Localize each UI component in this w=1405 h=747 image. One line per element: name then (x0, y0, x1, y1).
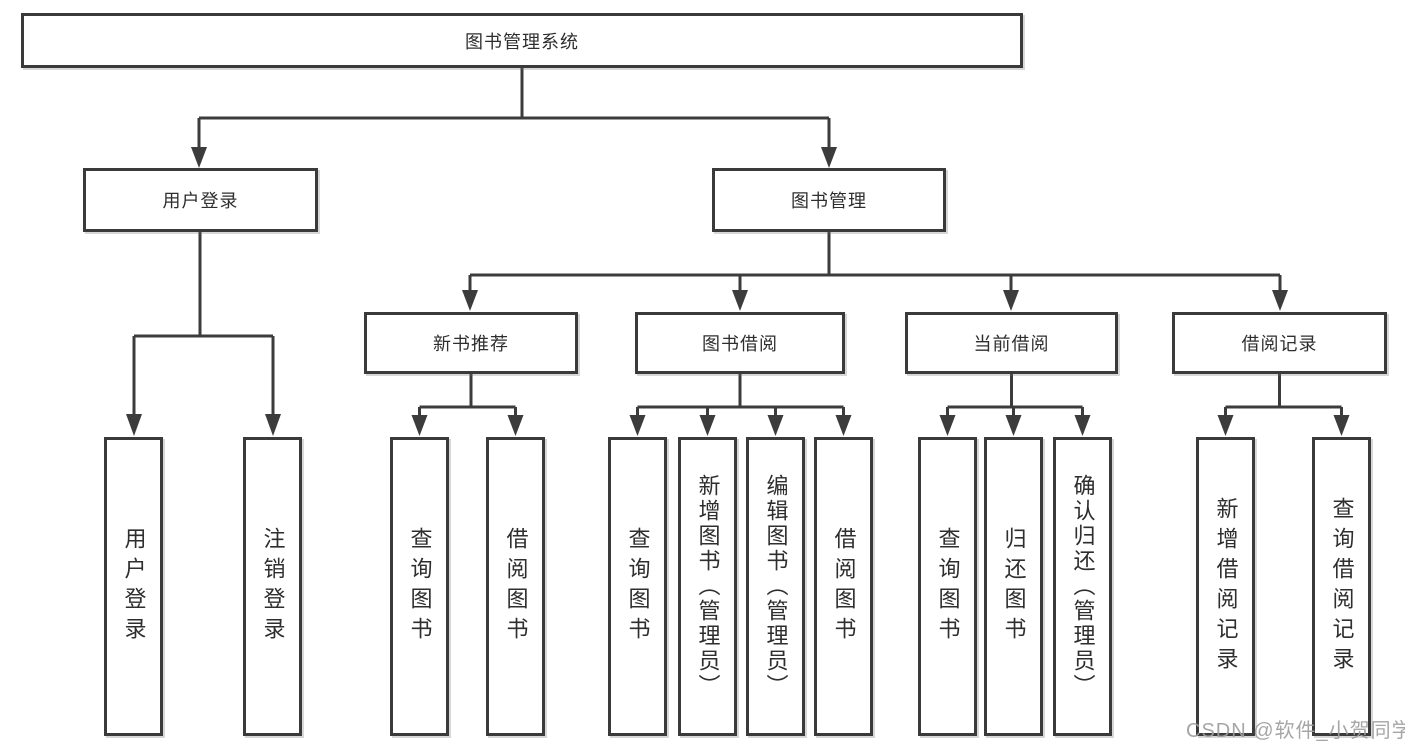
leaf-confirm-return-admin: 确认归还（管理员） (1053, 437, 1112, 736)
leaf-query-book-3: 查询图书 (918, 437, 977, 736)
node-library-system: 图书管理系统 (21, 13, 1023, 68)
node-book-borrow: 图书借阅 (635, 312, 845, 374)
leaf-query-book-2: 查询图书 (608, 437, 667, 736)
node-current-borrow: 当前借阅 (905, 312, 1118, 374)
node-new-book-recommend: 新书推荐 (364, 312, 578, 374)
leaf-add-borrow-record: 新增借阅记录 (1196, 437, 1255, 736)
leaf-borrow-book-2: 借阅图书 (814, 437, 873, 736)
leaf-query-book-1: 查询图书 (390, 437, 449, 736)
leaf-add-book-admin: 新增图书（管理员） (678, 437, 737, 736)
leaf-edit-book-admin: 编辑图书（管理员） (746, 437, 805, 736)
watermark: CSDN @软件_小贺同学 (1186, 720, 1405, 742)
node-user-login-group: 用户登录 (83, 168, 318, 232)
leaf-logout: 注销登录 (243, 437, 302, 736)
leaf-query-borrow-record: 查询借阅记录 (1312, 437, 1371, 736)
node-book-management-group: 图书管理 (712, 168, 946, 232)
leaf-return-book: 归还图书 (984, 437, 1043, 736)
leaf-borrow-book-1: 借阅图书 (486, 437, 545, 736)
leaf-user-login: 用户登录 (104, 437, 163, 736)
node-borrow-record: 借阅记录 (1172, 312, 1387, 374)
